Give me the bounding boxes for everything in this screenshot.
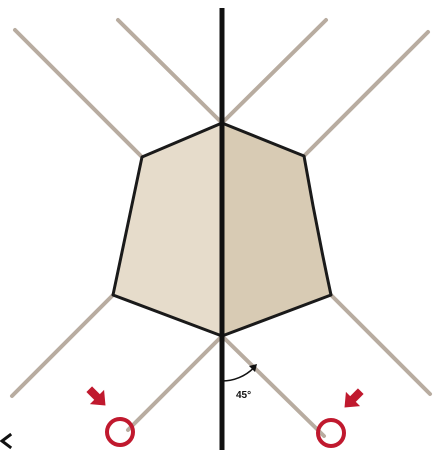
arrow-down-left-icon (344, 388, 364, 408)
crease-bottom-left-outer (10, 293, 115, 398)
chevron-left-icon (0, 432, 13, 450)
hexagon-left-half (113, 123, 222, 336)
angle-arc (221, 367, 255, 382)
crease-top-left-outer (13, 28, 144, 159)
hexagon-right-half (222, 123, 331, 336)
crease-bottom-left-inner (126, 334, 224, 432)
arrow-down-right-icon (86, 386, 106, 406)
crease-top-right-outer (302, 30, 430, 158)
left-fold-marker (86, 386, 135, 447)
angle-label: 45° (236, 390, 251, 401)
crease-top-right-inner (220, 18, 328, 125)
right-fold-marker (316, 388, 364, 448)
crease-top-left-inner (116, 18, 224, 125)
angle-arc-arrowhead (249, 364, 257, 372)
left-fold-point (105, 417, 135, 447)
right-fold-point (316, 418, 346, 448)
crease-bottom-right-inner (220, 334, 326, 438)
crease-bottom-right-outer (329, 293, 432, 396)
hexagon-shape (111, 121, 333, 338)
crease-lines (10, 18, 432, 438)
